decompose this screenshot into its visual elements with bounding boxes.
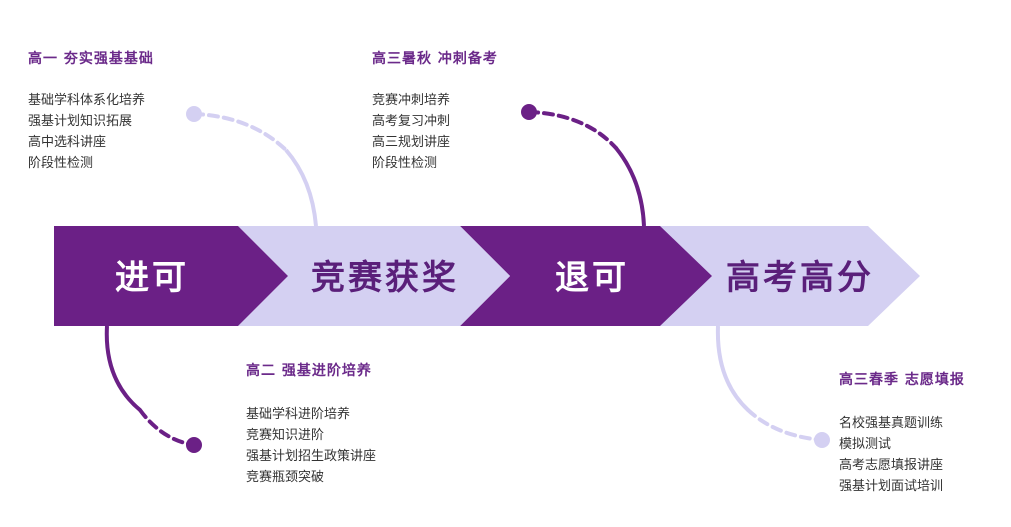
list-item: 竞赛知识进阶 [246, 428, 325, 443]
connector-1 [186, 106, 318, 227]
stage-title: 高三春季 志愿填报 [839, 372, 965, 388]
list-item: 基础学科体系化培养 [28, 93, 146, 108]
segment-label-3: 退可 [555, 258, 629, 298]
list-item: 基础学科进阶培养 [246, 407, 351, 422]
list-item: 阶段性检测 [28, 156, 94, 171]
segment-label-2: 竞赛获奖 [311, 258, 459, 298]
connector-3 [104, 325, 202, 453]
stage-items: 竞赛冲刺培养 高考复习冲刺 高三规划讲座 阶段性检测 [372, 90, 498, 174]
list-item: 高中选科讲座 [28, 135, 107, 150]
stage-block-grade10: 高一 夯实强基基础 基础学科体系化培养 强基计划知识拓展 高中选科讲座 阶段性检… [28, 48, 154, 174]
stage-items: 名校强基真题训练 模拟测试 高考志愿填报讲座 强基计划面试培训 [839, 413, 965, 497]
stage-block-grade12-spring: 高三春季 志愿填报 名校强基真题训练 模拟测试 高考志愿填报讲座 强基计划面试培… [839, 369, 965, 497]
arrow-segment-1 [54, 226, 288, 326]
segment-label-1: 进可 [115, 258, 189, 298]
list-item: 模拟测试 [839, 437, 892, 452]
arrow-segment-2 [238, 226, 510, 326]
connector-2 [521, 104, 646, 227]
list-item: 竞赛瓶颈突破 [246, 470, 325, 485]
connector-4 [715, 325, 830, 448]
list-item: 高考复习冲刺 [372, 114, 451, 129]
stage-block-grade11: 高二 强基进阶培养 基础学科进阶培养 竞赛知识进阶 强基计划招生政策讲座 竞赛瓶… [246, 360, 376, 488]
list-item: 高考志愿填报讲座 [839, 458, 944, 473]
list-item: 强基计划招生政策讲座 [246, 449, 377, 464]
arrow-segment-3 [460, 226, 712, 326]
stage-title: 高二 强基进阶培养 [246, 363, 372, 379]
list-item: 竞赛冲刺培养 [372, 93, 451, 108]
list-item: 强基计划知识拓展 [28, 114, 133, 129]
arrow-segment-4 [660, 226, 920, 326]
stage-title: 高三暑秋 冲刺备考 [372, 51, 498, 67]
list-item: 阶段性检测 [372, 156, 438, 171]
list-item: 强基计划面试培训 [839, 479, 944, 494]
segment-label-4: 高考高分 [726, 258, 874, 298]
stage-block-grade12-summer: 高三暑秋 冲刺备考 竞赛冲刺培养 高考复习冲刺 高三规划讲座 阶段性检测 [372, 48, 498, 174]
list-item: 名校强基真题训练 [839, 416, 944, 431]
stage-title: 高一 夯实强基基础 [28, 51, 154, 67]
stage-items: 基础学科进阶培养 竞赛知识进阶 强基计划招生政策讲座 竞赛瓶颈突破 [246, 404, 376, 488]
stage-items: 基础学科体系化培养 强基计划知识拓展 高中选科讲座 阶段性检测 [28, 90, 154, 174]
list-item: 高三规划讲座 [372, 135, 451, 150]
